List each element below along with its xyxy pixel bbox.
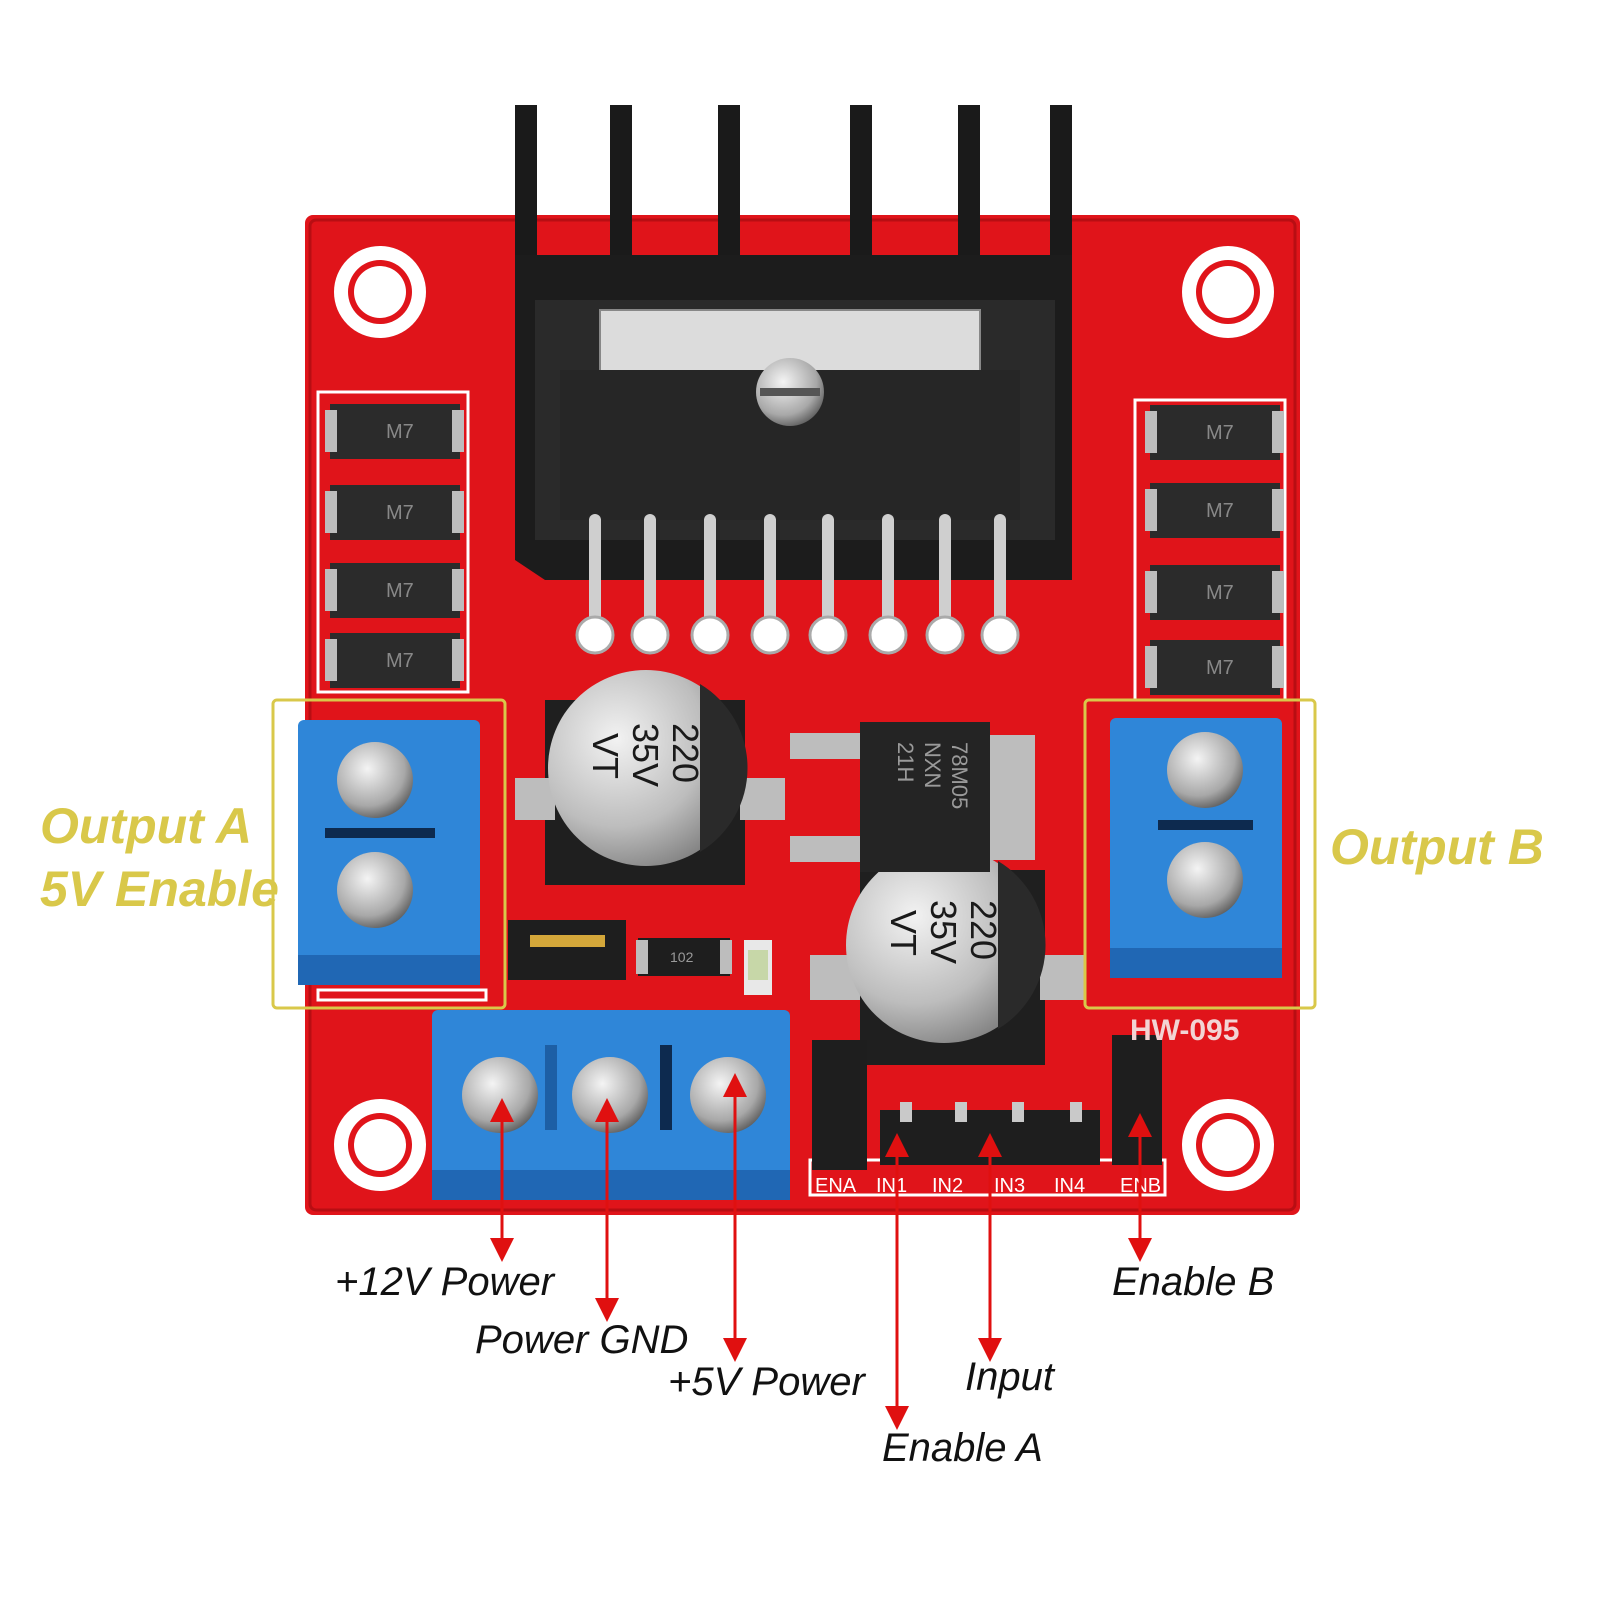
diode-marking: M7	[1206, 582, 1234, 604]
silkscreen-outlines	[316, 390, 1287, 1197]
diode-marking: M7	[1206, 500, 1234, 522]
callout-power-gnd: Power GND	[475, 1318, 689, 1362]
terminal-block-b	[1110, 718, 1282, 978]
output-a-label: Output A 5V Enable	[40, 795, 279, 920]
capacitor-marking: 35V	[923, 900, 964, 964]
diode-marking: M7	[386, 650, 414, 672]
diode-marking: M7	[386, 421, 414, 443]
diode-marking: M7	[1206, 657, 1234, 679]
voltage-regulator: 78M05 NXN 21H	[790, 722, 1035, 872]
diode-marking: M7	[1206, 422, 1234, 444]
resistor-marking: 102	[670, 949, 694, 965]
small-components: 102	[508, 920, 772, 995]
output-a-highlight-box	[271, 698, 507, 1010]
mounting-holes	[334, 246, 1274, 1191]
callout-enable-b: Enable B	[1112, 1260, 1275, 1304]
capacitor-2: 220 35V VT	[810, 847, 1085, 1065]
regulator-marking: 78M05	[947, 742, 972, 809]
pin-label: IN4	[1054, 1175, 1085, 1197]
capacitor-marking: 220	[665, 723, 706, 783]
output-a-label-line1: Output A	[40, 798, 252, 854]
diode-marking: M7	[386, 580, 414, 602]
board-model-label: HW-095	[1130, 1014, 1239, 1047]
pin-header	[812, 1035, 1162, 1170]
regulator-marking: NXN	[920, 742, 945, 788]
output-b-highlight-box	[1083, 698, 1317, 1010]
terminal-block-a	[298, 720, 480, 985]
pin-label: IN2	[932, 1175, 963, 1197]
output-a-label-line2: 5V Enable	[40, 860, 279, 917]
callout-power-5v: +5V Power	[668, 1360, 865, 1404]
diodes-right: M7 M7 M7 M7	[1145, 405, 1284, 695]
output-b-label-text: Output B	[1330, 819, 1544, 875]
chip-legs	[575, 514, 1020, 655]
capacitor-marking: 220	[963, 900, 1004, 960]
capacitor-marking: VT	[883, 910, 924, 956]
capacitor-marking: VT	[585, 733, 626, 779]
callout-input: Input	[965, 1355, 1054, 1399]
capacitor-1: 220 35V VT	[515, 670, 785, 885]
pin-label: IN1	[876, 1175, 907, 1197]
callout-power-12v: +12V Power	[335, 1260, 555, 1304]
diodes-left: M7 M7 M7 M7	[325, 404, 464, 688]
diode-marking: M7	[386, 502, 414, 524]
callout-arrows	[490, 1073, 1152, 1430]
regulator-marking: 21H	[893, 742, 918, 782]
callout-enable-a: Enable A	[882, 1426, 1043, 1470]
driver-chip	[560, 309, 1020, 520]
pin-label: IN3	[994, 1175, 1025, 1197]
output-b-label: Output B	[1330, 816, 1544, 879]
capacitor-marking: 35V	[625, 723, 666, 787]
pin-label: ENA	[815, 1175, 857, 1197]
